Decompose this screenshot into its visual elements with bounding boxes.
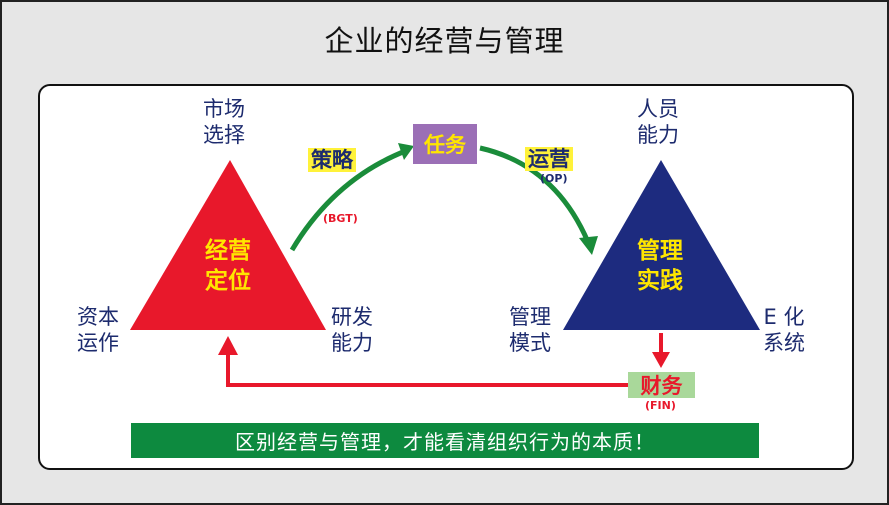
page-title: 企业的经营与管理 xyxy=(324,24,565,58)
return-arrow xyxy=(226,352,628,387)
finance-abbr: (FIN) xyxy=(645,399,676,412)
finance-box: 财务 xyxy=(628,372,695,398)
right-triangle xyxy=(563,160,760,330)
strategy-arrow xyxy=(289,147,409,252)
finance-down-arrowhead xyxy=(652,352,670,368)
staff-capability-label: 人员 能力 xyxy=(637,97,679,147)
management-mode-label: 管理 模式 xyxy=(509,305,551,355)
strategy-arrowhead xyxy=(398,143,414,160)
operation-arrowhead xyxy=(579,236,598,255)
strategy-label: 策略 xyxy=(308,148,356,172)
business-positioning-label: 经营 定位 xyxy=(205,238,251,294)
left-triangle xyxy=(130,160,326,330)
market-choice-label: 市场 选择 xyxy=(203,97,245,147)
conclusion-banner: 区别经营与管理，才能看清组织行为的本质！ xyxy=(131,423,759,458)
operation-label: 运营 xyxy=(525,147,573,171)
operation-arrow xyxy=(479,145,591,243)
operation-abbr: (OP) xyxy=(540,172,568,185)
capital-operation-label: 资本 运作 xyxy=(77,305,119,355)
e-system-label: E 化 系统 xyxy=(763,305,805,355)
management-practice-label: 管理 实践 xyxy=(637,238,683,294)
return-arrowhead xyxy=(218,336,238,355)
strategy-abbr: (BGT) xyxy=(323,212,358,225)
task-box: 任务 xyxy=(413,124,477,164)
rd-capability-label: 研发 能力 xyxy=(331,305,373,355)
